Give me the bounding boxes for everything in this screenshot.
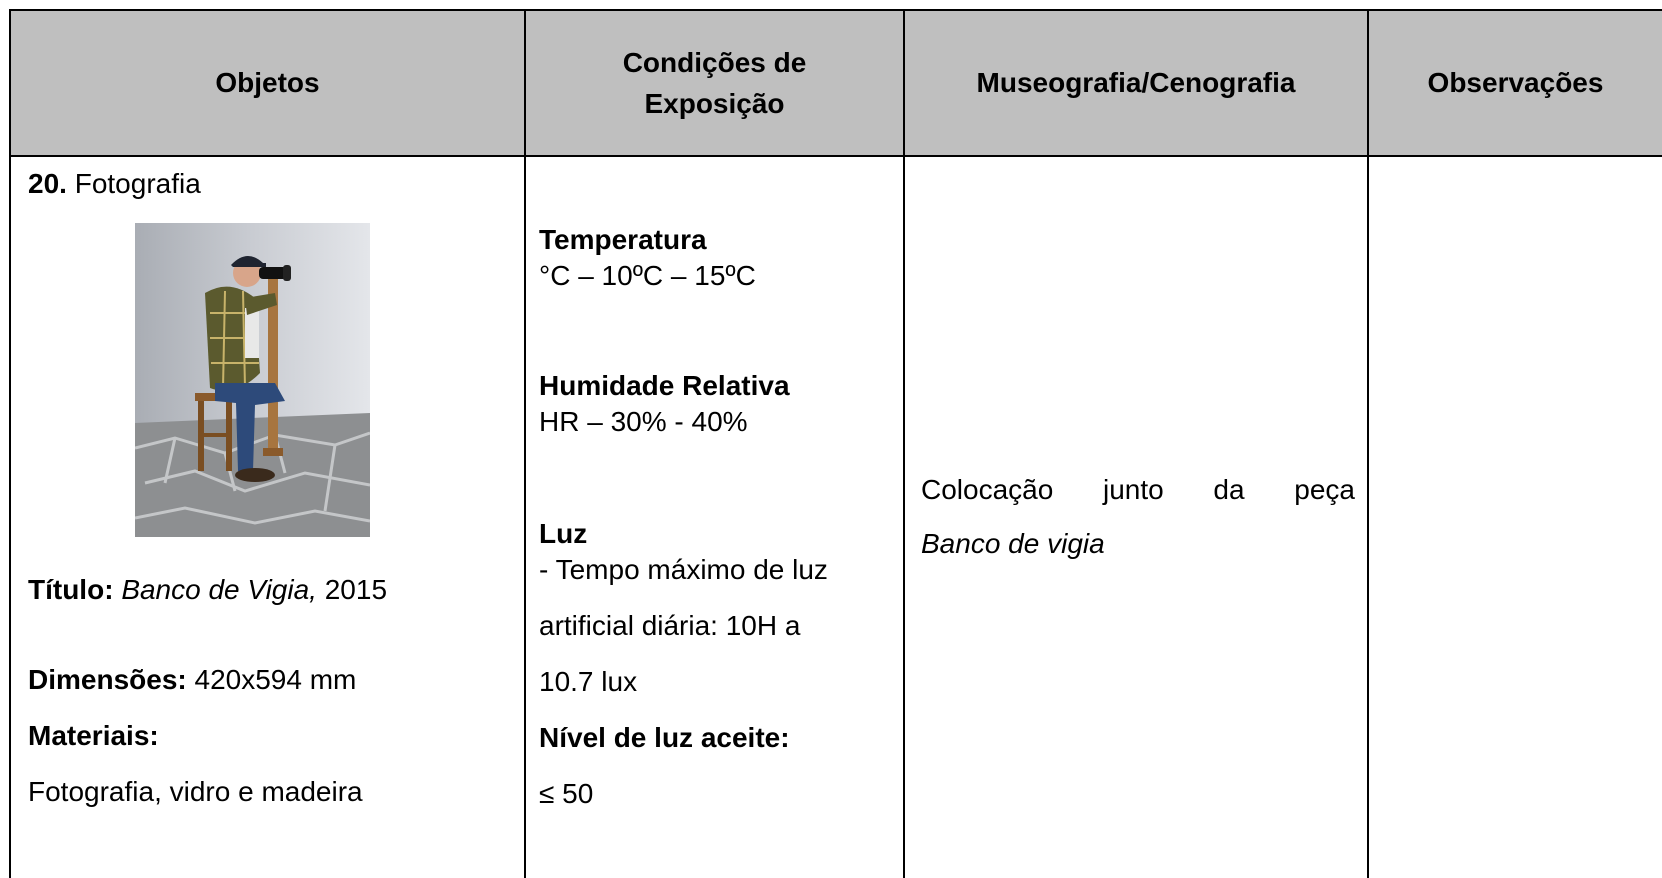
dimensoes-value: 420x594 mm <box>194 664 357 695</box>
item-heading: 20. Fotografia <box>28 168 201 200</box>
header-museografia: Museografia/Cenografia <box>905 10 1367 155</box>
museografia-line2: Banco de vigia <box>921 528 1105 559</box>
column-divider-3 <box>1367 9 1369 878</box>
titulo-label: Título: <box>28 574 114 605</box>
column-divider-2 <box>903 9 905 878</box>
titulo-year: 2015 <box>324 574 388 605</box>
item-type: Fotografia <box>74 168 201 199</box>
header-museografia-label: Museografia/Cenografia <box>976 67 1296 98</box>
header-observacoes-label: Observações <box>1427 67 1604 98</box>
observacoes-cell <box>1380 170 1650 210</box>
luz-line3: 10.7 lux <box>539 666 638 697</box>
luz-line2: artificial diária: 10H a <box>539 610 801 641</box>
humidade-label: Humidade Relativa <box>539 370 790 401</box>
table-border-left <box>9 9 11 878</box>
temperatura-value: °C – 10ºC – 15ºC <box>539 260 756 291</box>
header-condicoes-line2: Exposição <box>644 87 785 119</box>
table-border-header-bottom <box>10 155 1662 157</box>
header-objetos-label: Objetos <box>215 67 320 98</box>
luz-line1: - Tempo máximo de luz <box>539 554 828 585</box>
object-photo <box>135 223 370 537</box>
dimensoes-line: Dimensões: 420x594 mm <box>28 664 356 696</box>
nivel-value: ≤ 50 <box>539 778 594 809</box>
table-border-top <box>10 9 1662 11</box>
museografia-word-3: da <box>1213 474 1245 505</box>
column-divider-1 <box>524 9 526 878</box>
titulo-value: Banco de Vigia, <box>121 574 317 605</box>
header-objetos: Objetos <box>11 10 524 155</box>
temperatura-label: Temperatura <box>539 224 707 255</box>
header-observacoes: Observações <box>1369 10 1662 155</box>
museografia-word-2: junto <box>1103 474 1164 505</box>
luz-label: Luz <box>539 518 588 549</box>
table-header-row <box>10 10 1662 155</box>
museografia-word-1: Colocação <box>921 474 1054 505</box>
humidade-value: HR – 30% - 40% <box>539 406 748 437</box>
museografia-line1: Colocação junto da peça <box>921 474 1355 506</box>
nivel-label: Nível de luz aceite: <box>539 722 790 753</box>
item-number: 20. <box>28 168 67 199</box>
materiais-value: Fotografia, vidro e madeira <box>28 776 363 807</box>
header-condicoes-line1: Condições de <box>622 46 807 78</box>
titulo-line: Título: Banco de Vigia, 2015 <box>28 574 387 606</box>
materiais-label: Materiais: <box>28 720 159 751</box>
header-condicoes: Condições de Exposição <box>526 10 903 155</box>
museografia-word-4: peça <box>1294 474 1355 505</box>
dimensoes-label: Dimensões: <box>28 664 187 695</box>
